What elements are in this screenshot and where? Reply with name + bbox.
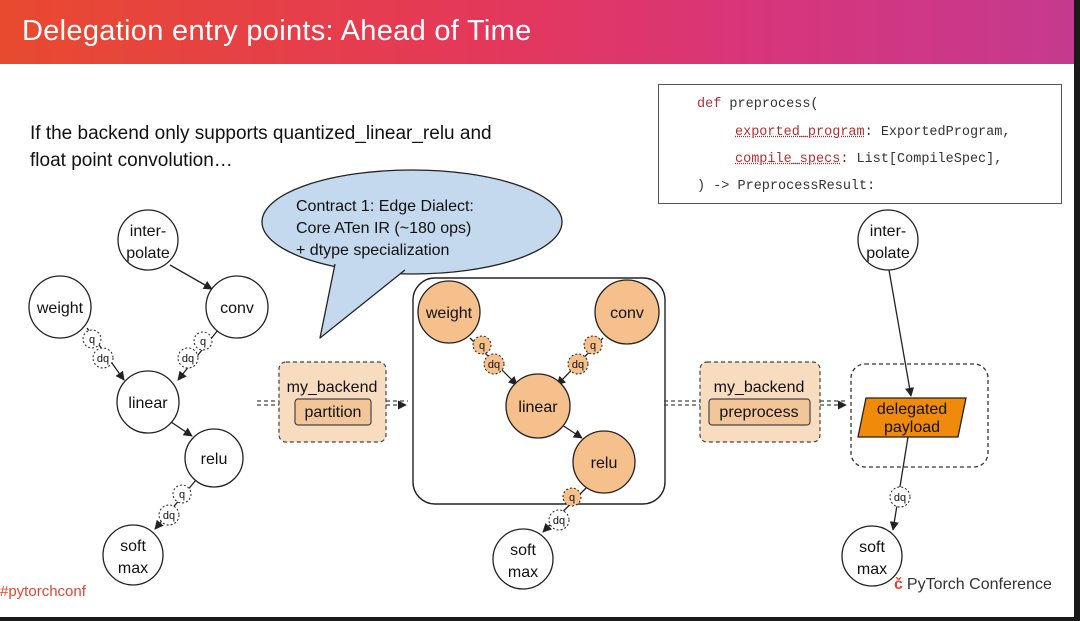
intro-text: If the backend only supports quantized_l…: [30, 120, 590, 174]
svg-text:dq: dq: [182, 353, 194, 365]
svg-text:dq: dq: [572, 359, 584, 371]
svg-text:dq: dq: [163, 510, 175, 522]
svg-text:dq: dq: [97, 353, 109, 365]
left-dq-conv: dq: [177, 347, 199, 369]
code-line-4: ) -> PreprocessResult:: [697, 179, 876, 194]
preprocess-panel: my_backend preprocess: [699, 361, 821, 443]
svg-text:q: q: [590, 340, 596, 352]
svg-text:max: max: [508, 564, 538, 581]
code-def-keyword: def: [697, 97, 722, 112]
code-param-1-type: : ExportedProgram,: [864, 125, 1011, 140]
mid-node-linear: linear: [505, 373, 571, 439]
preprocess-backend-label: my_backend: [714, 379, 805, 396]
code-snippet: def preprocess( exported_program: Export…: [658, 84, 1062, 204]
preprocess-button[interactable]: [708, 398, 811, 426]
right-node-softmax: soft max: [841, 525, 903, 587]
code-param-2: compile_specs: [735, 152, 841, 167]
svg-text:q: q: [89, 334, 95, 346]
svg-text:max: max: [118, 560, 148, 577]
svg-text:payload: payload: [884, 419, 940, 436]
svg-text:inter-: inter-: [870, 223, 906, 240]
frame-right-edge: [1074, 0, 1080, 621]
svg-text:dq: dq: [488, 359, 500, 371]
mid-dq-relu: dq: [548, 509, 570, 531]
preprocess-button-label: preprocess: [719, 404, 798, 421]
svg-text:conv: conv: [220, 300, 254, 317]
left-node-conv: conv: [205, 275, 269, 339]
left-node-weight: weight: [28, 275, 92, 339]
code-line-1: def preprocess(: [697, 97, 819, 112]
mid-dq-conv: dq: [567, 353, 589, 375]
intro-line-1: If the backend only supports quantized_l…: [30, 123, 492, 144]
svg-text:linear: linear: [128, 395, 168, 412]
svg-text:weight: weight: [36, 300, 84, 317]
pytorch-flame-icon: č: [894, 576, 903, 593]
mid-node-relu: relu: [572, 430, 636, 494]
right-node-interpolate: inter- polate: [857, 209, 919, 271]
callout-line-1: Contract 1: Edge Dialect:: [296, 198, 474, 215]
code-param-2-type: : List[CompileSpec],: [840, 152, 1003, 167]
left-node-relu: relu: [184, 428, 244, 488]
right-graph: inter- polate delegated payload dq soft …: [841, 209, 989, 587]
svg-text:inter-: inter-: [130, 223, 166, 240]
svg-text:max: max: [857, 561, 887, 578]
left-dq-weight: dq: [92, 347, 114, 369]
intro-line-2: float point convolution…: [30, 150, 233, 171]
left-q-relu: q: [172, 484, 192, 504]
svg-text:q: q: [179, 489, 185, 501]
mid-node-conv: conv: [594, 279, 660, 345]
svg-text:soft: soft: [510, 542, 536, 559]
svg-text:conv: conv: [610, 305, 644, 322]
middle-graph: weight conv linear relu soft max q dq: [412, 277, 666, 590]
callout-line-3: + dtype specialization: [296, 242, 449, 259]
left-node-linear: linear: [116, 370, 180, 434]
left-graph: inter- polate weight conv linear relu so…: [28, 209, 269, 586]
svg-text:dq: dq: [553, 515, 565, 527]
right-delegated-payload: delegated payload: [857, 397, 967, 438]
title-banner: Delegation entry points: Ahead of Time: [0, 0, 1074, 64]
left-q-conv: q: [193, 331, 213, 351]
code-param-1: exported_program: [735, 125, 865, 140]
left-dq-relu: dq: [158, 504, 180, 526]
svg-text:polate: polate: [866, 245, 910, 262]
partition-backend-label: my_backend: [287, 379, 378, 396]
svg-text:relu: relu: [201, 451, 228, 468]
mid-q-conv: q: [583, 335, 603, 355]
left-q-weight: q: [82, 329, 102, 349]
svg-text:polate: polate: [126, 245, 170, 262]
code-function-name: preprocess(: [721, 97, 819, 112]
callout-line-2: Core ATen IR (~180 ops): [296, 220, 471, 237]
mid-q-relu: q: [562, 487, 582, 507]
svg-text:linear: linear: [518, 399, 558, 416]
contract-callout: Contract 1: Edge Dialect: Core ATen IR (…: [261, 169, 563, 339]
svg-text:q: q: [200, 336, 206, 348]
mid-node-weight: weight: [417, 280, 481, 344]
svg-text:soft: soft: [859, 539, 885, 556]
svg-text:dq: dq: [894, 492, 906, 504]
slide-title: Delegation entry points: Ahead of Time: [22, 15, 532, 47]
frame-bottom-edge: [0, 617, 1080, 621]
left-node-interpolate: inter- polate: [117, 209, 179, 271]
partition-button-label: partition: [305, 404, 362, 421]
mid-node-softmax: soft max: [492, 528, 554, 590]
svg-text:delegated: delegated: [877, 401, 947, 418]
left-node-softmax: soft max: [102, 524, 164, 586]
pytorch-conference-label: PyTorch Conference: [906, 576, 1052, 593]
svg-text:relu: relu: [591, 455, 618, 472]
code-line-3: compile_specs: List[CompileSpec],: [735, 152, 1002, 167]
partition-button[interactable]: [294, 398, 372, 426]
conference-hashtag: #pytorchconf: [0, 583, 86, 600]
svg-text:q: q: [569, 492, 575, 504]
mid-q-weight: q: [472, 335, 492, 355]
svg-text:weight: weight: [425, 305, 473, 322]
svg-text:soft: soft: [120, 538, 146, 555]
partition-panel: my_backend partition: [278, 361, 387, 443]
right-dq: dq: [889, 486, 911, 508]
svg-text:q: q: [479, 340, 485, 352]
code-line-2: exported_program: ExportedProgram,: [735, 125, 1010, 140]
mid-dq-weight: dq: [483, 353, 505, 375]
